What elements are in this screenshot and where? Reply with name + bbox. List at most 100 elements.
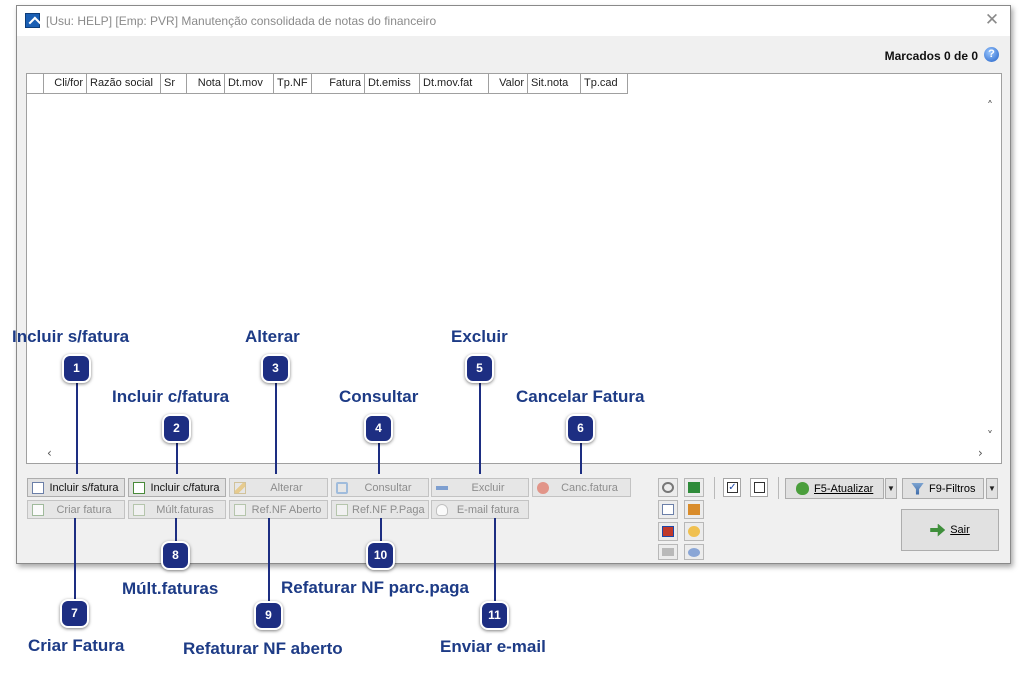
toolbar-separator (778, 477, 779, 499)
application-window: [Usu: HELP] [Emp: PVR] Manutenção consol… (16, 5, 1011, 564)
print-icon (662, 548, 674, 556)
pages-icon (133, 503, 145, 516)
incluir-sem-fatura-button[interactable]: Incluir s/fatura (27, 478, 125, 497)
check-all-button[interactable]: ✓ (723, 478, 741, 497)
palette-icon (688, 526, 700, 537)
palette-tool-button[interactable] (684, 522, 704, 541)
button-label: Canc.fatura (561, 481, 618, 494)
report-tool-button[interactable] (658, 500, 678, 519)
annotation-leader (479, 382, 481, 474)
refaturar-nf-aberto-button[interactable]: Ref.NF Aberto (229, 500, 328, 519)
annotation-leader (580, 442, 582, 474)
consultar-button[interactable]: Consultar (331, 478, 429, 497)
annotation-leader (494, 518, 496, 603)
cancelar-fatura-button[interactable]: Canc.fatura (532, 478, 631, 497)
print-tool-button[interactable] (658, 544, 678, 560)
multiplas-faturas-button[interactable]: Múlt.faturas (128, 500, 226, 519)
settings-tool-button[interactable] (684, 544, 704, 560)
annotation-label-9: Refaturar NF aberto (183, 639, 343, 658)
title-bar: [Usu: HELP] [Emp: PVR] Manutenção consol… (17, 6, 1010, 36)
annotation-label-11: Enviar e-mail (440, 637, 546, 656)
filters-label: F9-Filtros (929, 482, 976, 495)
grid-col-fatura[interactable]: Fatura (312, 74, 365, 94)
exit-label: Sair (950, 524, 970, 536)
toolbar-separator (714, 477, 715, 499)
annotation-leader (380, 518, 382, 543)
app-icon (25, 13, 40, 28)
button-label: Criar fatura (56, 503, 112, 516)
image-tool-button[interactable] (684, 500, 704, 519)
vertical-scrollbar[interactable]: ˄ ˅ (984, 74, 1001, 446)
refresh-button[interactable]: F5-Atualizar (785, 478, 884, 499)
grid-header: Cli/for Razão social Sr Nota Dt.mov Tp.N… (27, 74, 628, 94)
annotation-leader (268, 518, 270, 603)
annotation-label-2: Incluir c/fatura (112, 387, 230, 406)
help-icon[interactable]: ? (984, 47, 999, 62)
window-title: [Usu: HELP] [Emp: PVR] Manutenção consol… (46, 14, 437, 28)
check-document-icon (32, 503, 44, 516)
excel-export-button[interactable] (684, 478, 704, 497)
annotation-leader (275, 382, 277, 474)
annotation-leader (175, 518, 177, 543)
scroll-down-icon[interactable]: ˅ (987, 429, 993, 443)
exit-button[interactable]: Sair (901, 509, 999, 551)
filters-dropdown-button[interactable]: ▼ (986, 478, 998, 499)
view-tool-button[interactable] (658, 478, 678, 497)
refaturar-nf-parc-paga-button[interactable]: Ref.NF P.Paga (331, 500, 429, 519)
annotation-badge-5: 5 (465, 354, 494, 383)
filters-button[interactable]: F9-Filtros (902, 478, 984, 499)
grid-col-dtemiss[interactable]: Dt.emiss (365, 74, 420, 94)
horizontal-scrollbar[interactable]: ‹ › (27, 446, 1002, 463)
annotation-badge-2: 2 (162, 414, 191, 443)
grid-col-sr[interactable]: Sr (161, 74, 187, 94)
annotation-leader (176, 442, 178, 474)
annotation-label-7: Criar Fatura (28, 636, 125, 655)
grid-col-valor[interactable]: Valor (489, 74, 528, 94)
annotation-leader (74, 518, 76, 600)
grid-col-nota[interactable]: Nota (187, 74, 225, 94)
refresh-dropdown-button[interactable]: ▼ (885, 478, 897, 499)
incluir-com-fatura-button[interactable]: Incluir c/fatura (128, 478, 226, 497)
excluir-button[interactable]: Excluir (431, 478, 529, 497)
criar-fatura-button[interactable]: Criar fatura (27, 500, 125, 519)
annotation-badge-8: 8 (161, 541, 190, 570)
grid-col-dtmovfat[interactable]: Dt.mov.fat (420, 74, 489, 94)
refresh-label: F5-Atualizar (814, 482, 874, 495)
scroll-up-icon[interactable]: ˄ (987, 99, 993, 113)
grid-col-tpcad[interactable]: Tp.cad (581, 74, 628, 94)
alterar-button[interactable]: Alterar (229, 478, 328, 497)
annotation-leader (76, 382, 78, 474)
notes-grid[interactable]: Cli/for Razão social Sr Nota Dt.mov Tp.N… (26, 73, 1002, 464)
annotation-badge-10: 10 (366, 541, 395, 570)
grid-col-razao-social[interactable]: Razão social (87, 74, 161, 94)
annotation-label-5: Excluir (451, 327, 508, 346)
annotation-badge-7: 7 (60, 599, 89, 628)
grid-col-sitnota[interactable]: Sit.nota (528, 74, 581, 94)
exit-arrow-icon (930, 523, 946, 537)
button-label: Ref.NF Aberto (251, 503, 322, 516)
uncheck-all-button[interactable] (750, 478, 768, 497)
pencil-icon (234, 481, 246, 494)
scroll-left-icon[interactable]: ‹ (47, 446, 52, 460)
columns-tool-button[interactable] (658, 522, 678, 541)
email-fatura-button[interactable]: E-mail fatura (431, 500, 529, 519)
grid-col-clifor[interactable]: Cli/for (44, 74, 87, 94)
grid-col-tpnf[interactable]: Tp.NF (274, 74, 312, 94)
button-label: Ref.NF P.Paga (352, 503, 425, 516)
grid-col-selector[interactable] (27, 74, 44, 94)
grid-col-dtmov[interactable]: Dt.mov (225, 74, 274, 94)
document-icon (32, 481, 44, 494)
annotation-badge-1: 1 (62, 354, 91, 383)
button-label: Consultar (364, 481, 412, 494)
cancel-icon (537, 481, 549, 494)
scroll-right-icon[interactable]: › (978, 446, 983, 460)
annotation-label-3: Alterar (245, 327, 300, 346)
pages-icon (336, 503, 348, 516)
glasses-icon (662, 482, 674, 493)
close-icon[interactable]: ✕ (984, 10, 1000, 30)
annotation-badge-11: 11 (480, 601, 509, 630)
gear-icon (688, 548, 700, 557)
button-label: Incluir s/fatura (49, 481, 119, 494)
funnel-icon (911, 482, 924, 495)
